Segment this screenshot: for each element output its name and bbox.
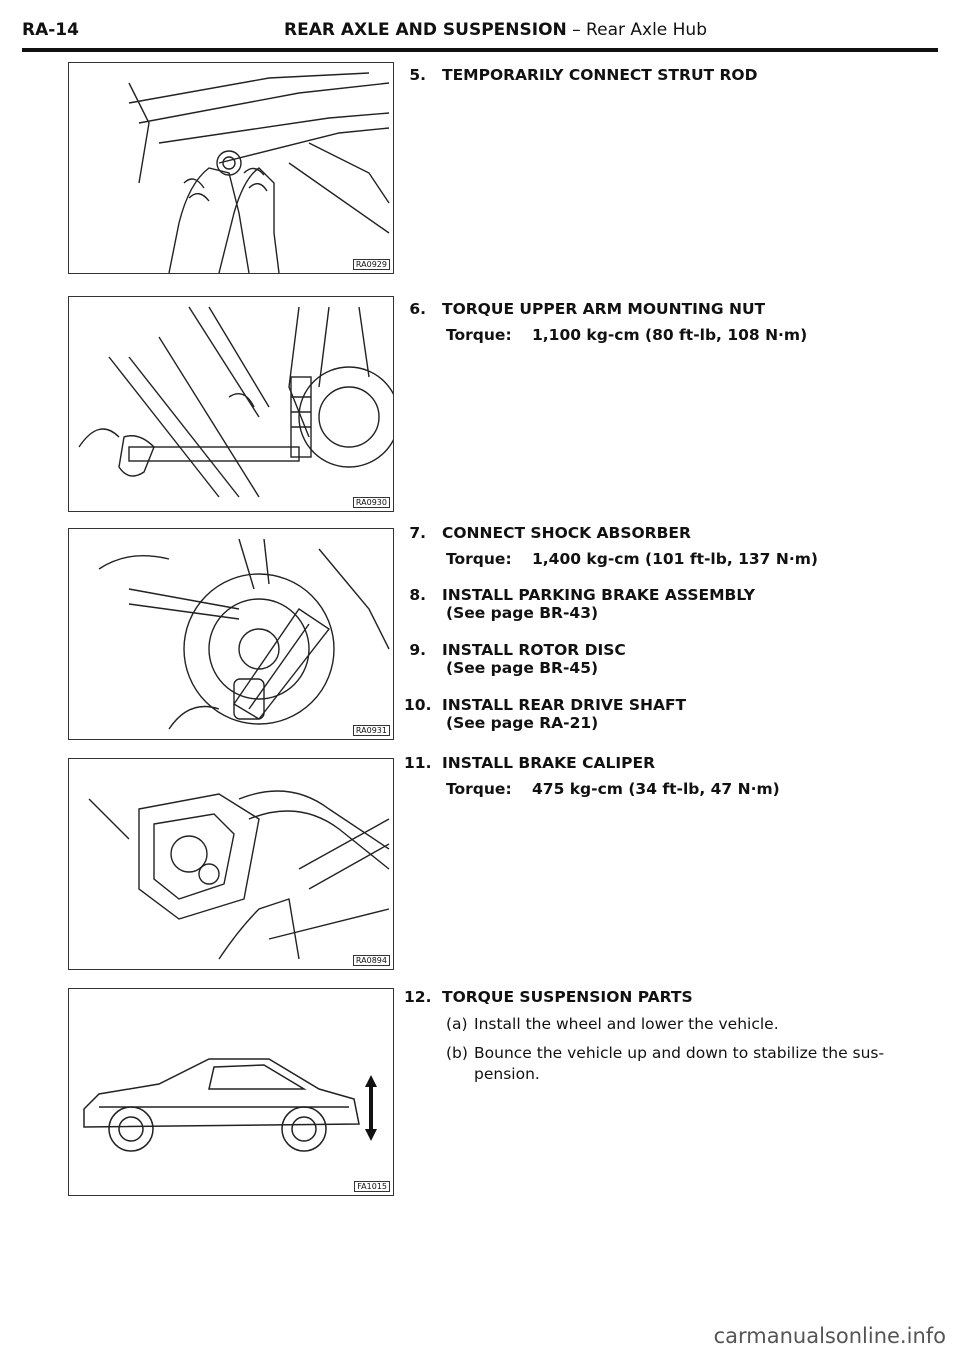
torque-value: 475 kg-cm (34 ft-lb, 47 N·m) [532, 780, 780, 798]
substep-b: (b) Bounce the vehicle up and down to sta… [446, 1043, 904, 1085]
step-11: 11. INSTALL BRAKE CALIPER Torque: 475 kg-c… [404, 754, 904, 798]
figure-brake-caliper: RA0894 [68, 758, 394, 970]
step-number: 8. [409, 586, 426, 604]
figure-shock-absorber: RA0931 [68, 528, 394, 740]
step-8: 8. INSTALL PARKING BRAKE ASSEMBLY (See pa… [404, 586, 904, 622]
step-title: INSTALL ROTOR DISC [442, 641, 626, 659]
step-number: 12. [404, 988, 432, 1006]
torque-label: Torque: [446, 326, 512, 344]
figure-code: RA0930 [352, 497, 390, 508]
step-number: 6. [409, 300, 426, 318]
step-number: 11. [404, 754, 432, 772]
torque-spec: Torque: 1,100 kg-cm (80 ft-lb, 108 N·m) [446, 326, 904, 344]
figure-vehicle: FA1015 [68, 988, 394, 1196]
section-title-sub: – Rear Axle Hub [572, 20, 708, 40]
torque-label: Torque: [446, 780, 512, 798]
page-reference: (See page RA-21) [446, 714, 599, 732]
torque-value: 1,100 kg-cm (80 ft-lb, 108 N·m) [532, 326, 808, 344]
step-number: 9. [409, 641, 426, 659]
figure-code: FA1015 [354, 1181, 390, 1192]
step-title: TORQUE SUSPENSION PARTS [442, 988, 693, 1006]
step-number: 10. [404, 696, 432, 714]
strut-rod-illustration [128, 72, 390, 273]
torque-value: 1,400 kg-cm (101 ft-lb, 137 N·m) [532, 550, 818, 568]
watermark: carmanualsonline.info [713, 1324, 946, 1348]
step-6: 6. TORQUE UPPER ARM MOUNTING NUT Torque: 1… [404, 300, 904, 344]
brake-caliper-illustration [88, 790, 390, 960]
page-code: RA-14 [22, 20, 79, 40]
step-title: CONNECT SHOCK ABSORBER [442, 524, 691, 542]
torque-label: Torque: [446, 550, 512, 568]
step-7: 7. CONNECT SHOCK ABSORBER Torque: 1,400 kg… [404, 524, 904, 568]
step-number: 7. [409, 524, 426, 542]
step-title: TEMPORARILY CONNECT STRUT ROD [442, 66, 758, 84]
page-header: RA-14 REAR AXLE AND SUSPENSION – Rear Ax… [22, 18, 938, 52]
step-12: 12. TORQUE SUSPENSION PARTS (a) Install th… [404, 988, 904, 1085]
step-title: TORQUE UPPER ARM MOUNTING NUT [442, 300, 766, 318]
figure-code: RA0929 [352, 259, 390, 270]
vehicle-illustration [83, 1058, 377, 1152]
step-title: INSTALL PARKING BRAKE ASSEMBLY [442, 586, 756, 604]
step-10: 10. INSTALL REAR DRIVE SHAFT (See page RA… [404, 696, 904, 732]
figure-code: RA0931 [352, 725, 390, 736]
step-number: 5. [409, 66, 426, 84]
figure-strut-rod: RA0929 [68, 62, 394, 274]
substep-text: Install the wheel and lower the vehicle. [474, 1015, 779, 1033]
torque-spec: Torque: 475 kg-cm (34 ft-lb, 47 N·m) [446, 780, 904, 798]
step-5: 5. TEMPORARILY CONNECT STRUT ROD [404, 66, 904, 84]
figure-upper-arm: RA0930 [68, 296, 394, 512]
torque-spec: Torque: 1,400 kg-cm (101 ft-lb, 137 N·m) [446, 550, 904, 568]
page-reference: (See page BR-43) [446, 604, 599, 622]
step-title: INSTALL BRAKE CALIPER [442, 754, 656, 772]
substep-a: (a) Install the wheel and lower the vehic… [446, 1014, 904, 1035]
figure-code: RA0894 [352, 955, 390, 966]
substep-label: (a) [446, 1015, 468, 1033]
section-title: REAR AXLE AND SUSPENSION – Rear Axle Hub [284, 20, 707, 40]
upper-arm-illustration [78, 306, 393, 498]
step-9: 9. INSTALL ROTOR DISC (See page BR-45) [404, 641, 904, 677]
shock-absorber-illustration [98, 538, 390, 730]
step-title: INSTALL REAR DRIVE SHAFT [442, 696, 687, 714]
up-down-arrow-icon [365, 1075, 377, 1141]
substep-text: Bounce the vehicle up and down to stabil… [474, 1044, 885, 1083]
substep-label: (b) [446, 1044, 468, 1062]
page-reference: (See page BR-45) [446, 659, 599, 677]
section-title-main: REAR AXLE AND SUSPENSION [284, 20, 567, 40]
